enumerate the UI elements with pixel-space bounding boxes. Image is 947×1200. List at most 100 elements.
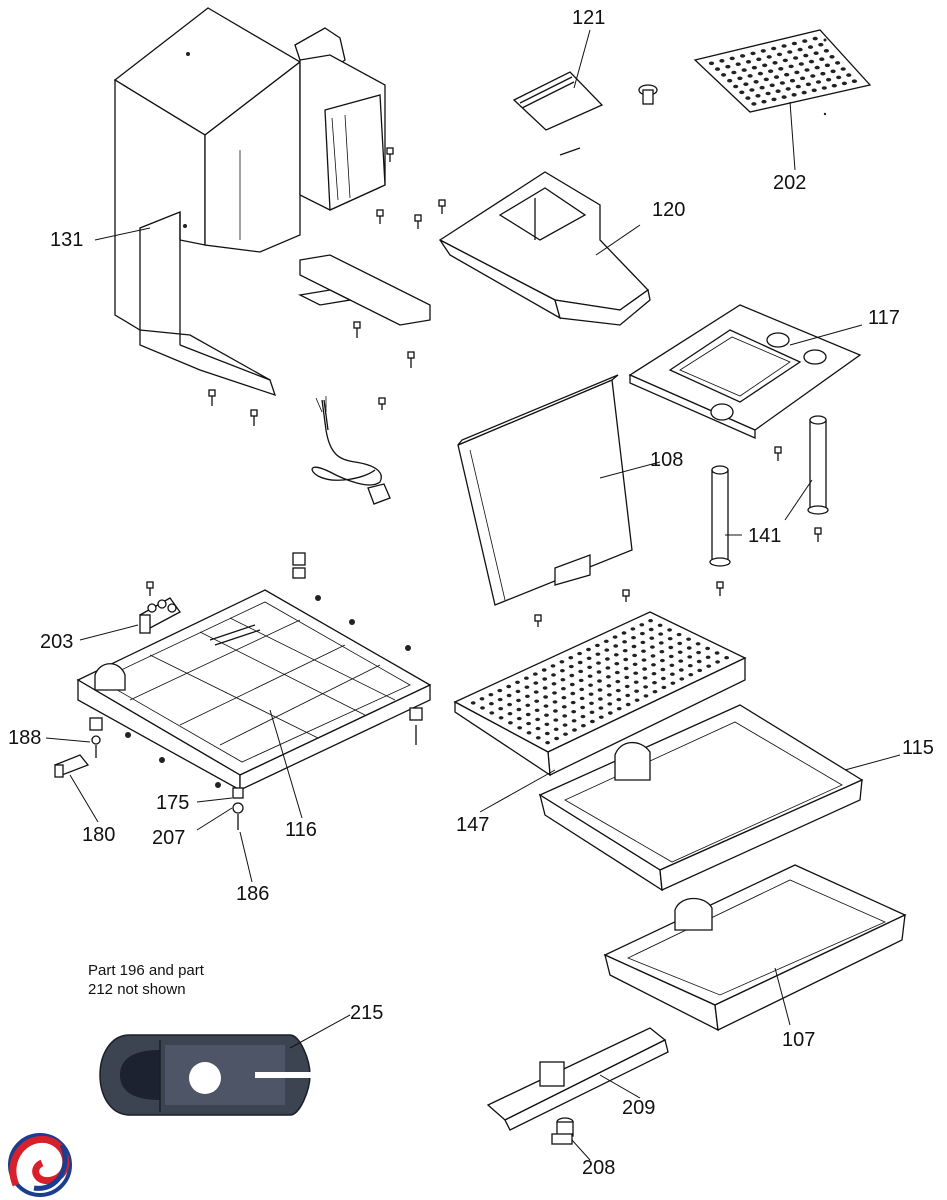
grid-hole	[532, 672, 538, 676]
grid-hole	[572, 728, 577, 732]
grid-hole	[789, 78, 796, 83]
label-215: 215	[350, 1002, 384, 1024]
grid-hole	[578, 669, 584, 674]
grid-hole	[632, 653, 637, 658]
grid-hole	[787, 50, 793, 54]
grid-hole	[762, 63, 768, 68]
grid-hole	[830, 69, 836, 74]
grid-hole	[544, 722, 550, 726]
grid-hole	[651, 663, 656, 667]
grid-hole	[686, 637, 691, 641]
grid-hole	[615, 679, 621, 684]
grid-hole	[715, 660, 720, 664]
part-131-housing	[113, 7, 431, 397]
grid-hole	[807, 45, 814, 49]
grid-hole	[533, 681, 539, 685]
grid-hole	[814, 65, 820, 70]
grid-hole	[587, 665, 592, 669]
grid-hole	[561, 696, 567, 700]
grid-hole	[706, 664, 712, 668]
grid-hole	[759, 85, 765, 90]
grid-hole	[535, 717, 540, 722]
grid-hole	[641, 658, 647, 662]
grid-hole	[643, 694, 649, 698]
grid-hole	[808, 59, 815, 64]
grid-hole	[829, 55, 835, 59]
grid-hole	[657, 623, 663, 627]
grid-hole	[835, 61, 841, 65]
grid-hole	[625, 693, 631, 698]
grid-hole	[705, 646, 710, 651]
grid-hole	[741, 68, 747, 72]
grid-hole	[560, 669, 565, 673]
grid-hole	[801, 90, 807, 95]
grid-hole	[560, 678, 566, 682]
grid-hole	[791, 93, 797, 97]
grid-hole	[768, 69, 774, 73]
grid-hole	[607, 711, 613, 715]
grid-hole	[745, 96, 751, 100]
grid-hole	[755, 94, 761, 98]
grid-hole	[802, 39, 808, 43]
grid-hole	[631, 644, 637, 649]
grid-hole	[727, 78, 733, 83]
grid-hole	[826, 77, 832, 82]
grid-hole	[823, 49, 830, 53]
grid-hole	[687, 655, 693, 659]
grid-hole	[708, 61, 715, 66]
label-203: 203	[40, 631, 74, 653]
grid-hole	[659, 650, 665, 654]
grid-hole	[596, 661, 601, 665]
grid-hole	[820, 71, 826, 76]
grid-hole	[651, 672, 657, 676]
grid-hole	[506, 693, 512, 698]
grid-hole	[624, 675, 630, 680]
grid-hole	[705, 655, 711, 659]
grid-hole	[588, 683, 593, 687]
grid-hole	[613, 653, 619, 657]
part-121-cover	[512, 71, 604, 131]
grid-hole	[612, 635, 618, 639]
grid-hole	[598, 697, 603, 701]
grid-hole	[506, 684, 512, 689]
grid-hole	[634, 698, 640, 702]
part-203-terminal-block	[139, 581, 181, 634]
grid-hole	[589, 701, 594, 705]
grid-hole	[595, 643, 600, 648]
grid-hole	[508, 721, 513, 725]
grid-hole	[658, 641, 664, 645]
grid-hole	[697, 668, 703, 673]
grid-hole	[686, 646, 692, 650]
grid-hole	[524, 685, 530, 689]
grid-hole	[714, 67, 721, 71]
grid-hole	[788, 64, 794, 69]
grid-hole	[570, 700, 576, 705]
grid-hole	[580, 705, 585, 710]
grid-hole	[615, 688, 621, 693]
grid-hole	[640, 640, 646, 645]
note-line-2: 212 not shown	[88, 980, 186, 998]
grid-hole	[616, 697, 622, 702]
grid-hole	[805, 82, 812, 87]
grid-hole	[559, 660, 565, 664]
grid-hole	[740, 54, 746, 58]
grid-hole	[794, 70, 800, 75]
grid-hole	[507, 702, 512, 707]
grid-hole	[524, 676, 529, 680]
grid-hole	[589, 710, 595, 714]
grid-hole	[579, 687, 585, 692]
label-208: 208	[582, 1157, 616, 1179]
grid-hole	[535, 726, 541, 731]
grid-hole	[552, 691, 557, 695]
grid-hole	[650, 645, 655, 649]
grid-hole	[678, 659, 684, 663]
grid-hole	[753, 80, 759, 84]
grid-hole	[553, 709, 558, 713]
grid-hole	[516, 698, 521, 703]
grid-hole	[733, 84, 739, 89]
grid-hole	[745, 60, 752, 64]
grid-hole	[571, 710, 577, 714]
part-215-tool	[99, 1034, 312, 1116]
grid-hole	[813, 51, 819, 55]
grid-hole	[719, 59, 725, 63]
